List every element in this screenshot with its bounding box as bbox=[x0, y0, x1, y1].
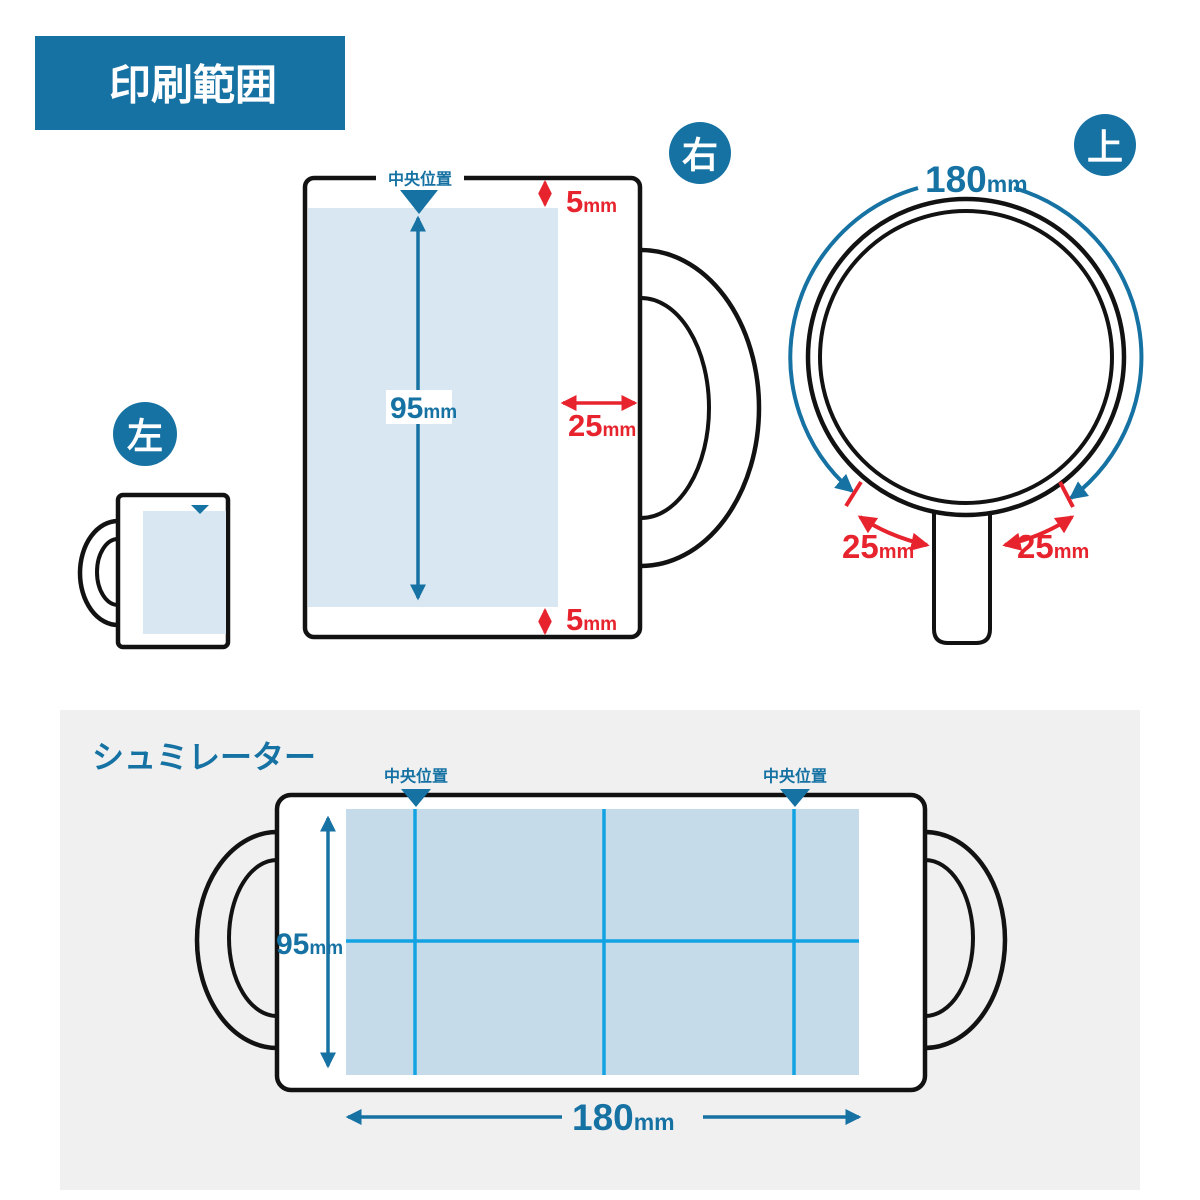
right-center-label: 中央位置 bbox=[388, 170, 452, 189]
right-view: 右 中央位置 95mm 5mm 25mm 5mm bbox=[302, 122, 762, 640]
right-center-label-knockout bbox=[376, 166, 464, 192]
top-mug-rim-inner bbox=[818, 209, 1114, 505]
sim-center-label-right: 中央位置 bbox=[763, 767, 827, 786]
top-mug-rim-outer bbox=[805, 196, 1127, 518]
sim-width-label: 180mm bbox=[572, 1097, 675, 1138]
left-badge-circle bbox=[113, 402, 177, 466]
simulator-title: シュミレーター bbox=[92, 739, 316, 775]
page-title: 印刷範囲 bbox=[109, 62, 277, 109]
right-badge-label: 右 bbox=[682, 135, 718, 176]
top-circumference-label: 180mm bbox=[925, 159, 1028, 200]
top-left-gap-arrow bbox=[857, 515, 930, 551]
sim-right-handle-outer bbox=[924, 829, 1008, 1051]
top-badge-circle bbox=[1074, 114, 1136, 176]
left-mug-handle-outer bbox=[77, 518, 119, 628]
right-height-knockout bbox=[386, 390, 452, 424]
sim-right-handle-inner bbox=[924, 858, 975, 1018]
sim-center-marker-left-icon bbox=[401, 789, 431, 807]
top-left-gap-label: 25mm bbox=[842, 528, 914, 565]
left-mug-handle-inner bbox=[95, 537, 119, 607]
right-center-marker-icon bbox=[400, 190, 438, 214]
top-left-tick bbox=[844, 480, 863, 508]
right-badge-circle bbox=[669, 122, 731, 184]
left-center-marker-icon bbox=[191, 505, 209, 514]
top-right-gap-label: 25mm bbox=[1017, 528, 1089, 565]
right-mug-handle-outer bbox=[640, 247, 762, 569]
sim-left-handle-inner bbox=[227, 858, 278, 1018]
sim-center-marker-right-icon bbox=[780, 789, 810, 807]
simulator: シュミレーター 中央位置 中央位置 95mm 180mm bbox=[60, 710, 1140, 1190]
left-view: 左 bbox=[77, 402, 231, 650]
sim-height-label: 95mm bbox=[276, 928, 343, 961]
top-view: 上 180mm 25mm 25mm bbox=[788, 114, 1144, 645]
top-right-tick bbox=[1058, 481, 1075, 508]
header-box bbox=[35, 36, 345, 130]
left-badge-label: 左 bbox=[127, 416, 163, 457]
sim-left-handle-outer bbox=[194, 829, 278, 1051]
right-height-label: 95mm bbox=[390, 392, 457, 425]
top-circumference-arc-right bbox=[1013, 186, 1144, 500]
right-bottom-margin-label: 5mm bbox=[566, 602, 617, 637]
right-top-margin-label: 5mm bbox=[566, 184, 617, 219]
right-side-margin-label: 25mm bbox=[568, 408, 636, 443]
top-circumference-arc-left bbox=[788, 186, 919, 493]
top-right-gap-arrow bbox=[1002, 515, 1075, 551]
right-mug-handle-inner bbox=[640, 296, 711, 520]
left-print-area bbox=[143, 511, 226, 634]
top-badge-label: 上 bbox=[1087, 127, 1123, 168]
sim-center-label-left: 中央位置 bbox=[384, 767, 448, 786]
header: 印刷範囲 bbox=[35, 36, 345, 130]
